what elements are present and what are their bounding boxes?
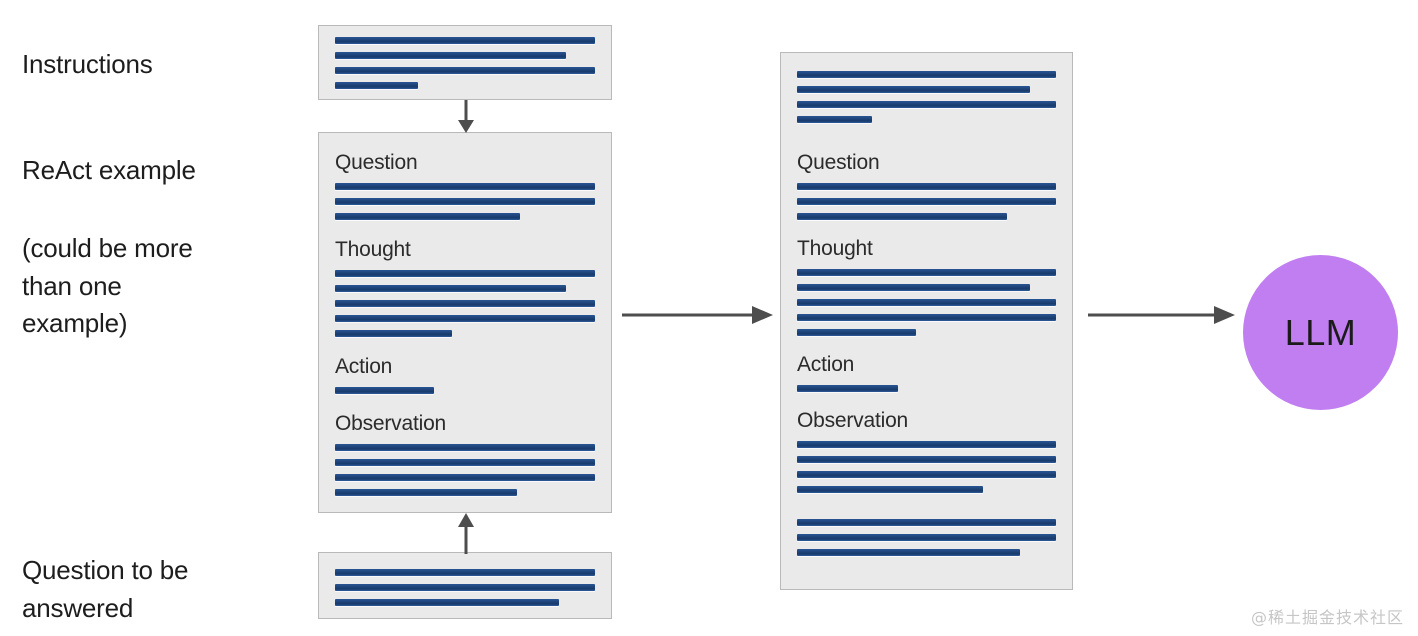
- user-question-text-lines: [335, 569, 595, 606]
- section-title: Thought: [335, 238, 411, 262]
- text-line: [797, 116, 873, 123]
- prompt-section: Observation: [797, 409, 1056, 494]
- text-line: [797, 86, 1031, 93]
- prompt-section: Thought: [797, 237, 1056, 337]
- section-text-lines: [797, 269, 1056, 337]
- text-line: [797, 284, 1031, 292]
- prompt-section: Action: [335, 355, 595, 395]
- text-line: [797, 519, 1056, 527]
- text-line: [797, 534, 1056, 542]
- text-line: [335, 444, 595, 452]
- section-text-lines: [797, 183, 1056, 221]
- label-could-be-more-than-one-example: (could be more than one example): [22, 233, 193, 339]
- llm-node: LLM: [1243, 255, 1398, 410]
- section-title: Observation: [797, 409, 909, 433]
- text-line: [797, 213, 1007, 221]
- text-line: [797, 549, 1020, 557]
- text-line: [335, 569, 595, 576]
- prompt-section: Thought: [335, 238, 595, 338]
- text-line: [335, 82, 419, 89]
- text-line: [797, 329, 917, 337]
- text-line: [335, 330, 452, 338]
- arrow-user-question-to-example: [458, 513, 474, 554]
- text-line: [335, 584, 595, 591]
- user-question-box: [318, 552, 612, 619]
- section-title: Observation: [335, 412, 447, 436]
- section-text-lines: [335, 444, 595, 497]
- arrow-instructions-to-example: [458, 100, 474, 133]
- text-line: [335, 198, 595, 206]
- section-text-lines: [335, 387, 595, 395]
- text-line: [335, 300, 595, 308]
- text-line: [797, 456, 1056, 464]
- label-instructions: Instructions: [22, 49, 153, 79]
- arrow-example-to-prompt: [622, 306, 773, 324]
- text-line: [335, 52, 567, 59]
- section-text-lines: [335, 270, 595, 338]
- text-line: [797, 441, 1056, 449]
- text-line: [335, 474, 595, 482]
- text-line: [335, 489, 517, 497]
- text-line: [797, 385, 898, 393]
- text-line: [335, 213, 520, 221]
- text-line: [335, 183, 595, 191]
- llm-label: LLM: [1284, 311, 1357, 353]
- instructions-text-lines: [335, 37, 595, 89]
- text-line: [335, 315, 595, 323]
- text-line: [797, 183, 1056, 191]
- text-line: [335, 285, 567, 293]
- label-question-to-be-answered: Question to be answered: [22, 555, 189, 623]
- assembled-instructions-lines: [797, 71, 1056, 123]
- section-title: Action: [335, 355, 393, 379]
- text-line: [335, 387, 434, 395]
- section-title: Question: [335, 151, 418, 174]
- label-react-example: ReAct example: [22, 155, 196, 185]
- section-title: Question: [797, 151, 880, 174]
- text-line: [335, 37, 595, 44]
- prompt-section: Question: [797, 151, 1056, 221]
- instructions-box: [318, 25, 612, 100]
- prompt-section: Action: [797, 353, 1056, 393]
- text-line: [797, 71, 1056, 78]
- text-line: [797, 269, 1056, 277]
- section-text-lines: [335, 183, 595, 221]
- prompt-section: Observation: [335, 412, 595, 497]
- prompt-section: Question: [335, 151, 595, 221]
- text-line: [797, 471, 1056, 479]
- watermark: @稀土掘金技术社区: [1250, 608, 1404, 627]
- arrow-prompt-to-llm: [1088, 306, 1235, 324]
- text-line: [335, 599, 559, 606]
- text-line: [797, 314, 1056, 322]
- section-text-lines: [797, 441, 1056, 494]
- section-title: Thought: [797, 237, 873, 261]
- text-line: [335, 270, 595, 278]
- section-title: Action: [797, 353, 855, 377]
- text-line: [797, 299, 1056, 307]
- text-line: [797, 198, 1056, 206]
- assembled-question-lines: [797, 519, 1056, 557]
- text-line: [797, 486, 984, 494]
- section-text-lines: [797, 385, 1056, 393]
- text-line: [335, 459, 595, 467]
- text-line: [797, 101, 1056, 108]
- text-line: [335, 67, 595, 74]
